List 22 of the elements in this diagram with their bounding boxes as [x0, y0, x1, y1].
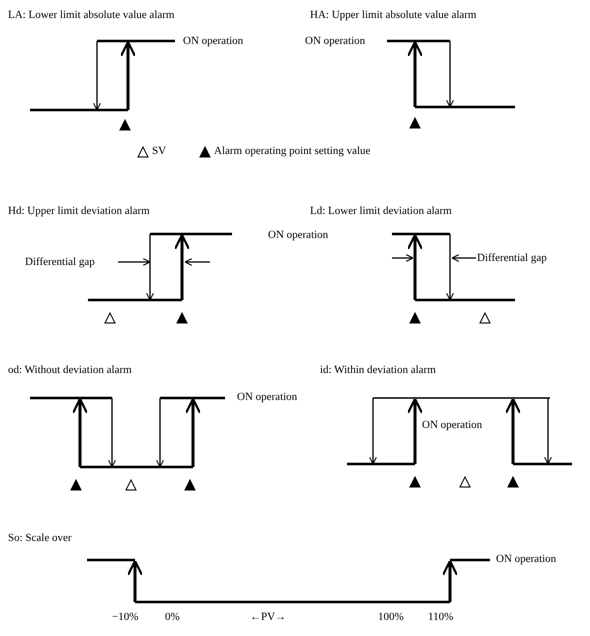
heading: od: Without deviation alarm: [8, 364, 132, 377]
heading: Ld: Lower limit deviation alarm: [310, 205, 452, 218]
heading: id: Within deviation alarm: [320, 364, 436, 377]
dimension-label: Differential gap: [477, 252, 547, 265]
state-label: ON operation: [305, 35, 366, 48]
scale-label: 0%: [165, 611, 180, 624]
axis-label: ←PV→: [250, 611, 286, 624]
state-label: ON operation: [237, 391, 298, 404]
dimension-label: Differential gap: [25, 256, 95, 269]
legend-text: Alarm operating point setting value: [214, 145, 370, 158]
heading: LA: Lower limit absolute value alarm: [8, 9, 174, 22]
heading: HA: Upper limit absolute value alarm: [310, 9, 476, 22]
scale-label: −10%: [112, 611, 138, 624]
state-label: ON operation: [422, 419, 482, 432]
legend-text: SV: [152, 145, 166, 158]
state-label: ON operation: [496, 553, 556, 566]
state-label: ON operation: [183, 35, 244, 48]
heading: So: Scale over: [8, 532, 72, 545]
scale-label: 100%: [378, 611, 404, 624]
scale-label: 110%: [428, 611, 454, 624]
state-label: ON operation: [268, 229, 328, 242]
heading: Hd: Upper limit deviation alarm: [8, 205, 150, 218]
